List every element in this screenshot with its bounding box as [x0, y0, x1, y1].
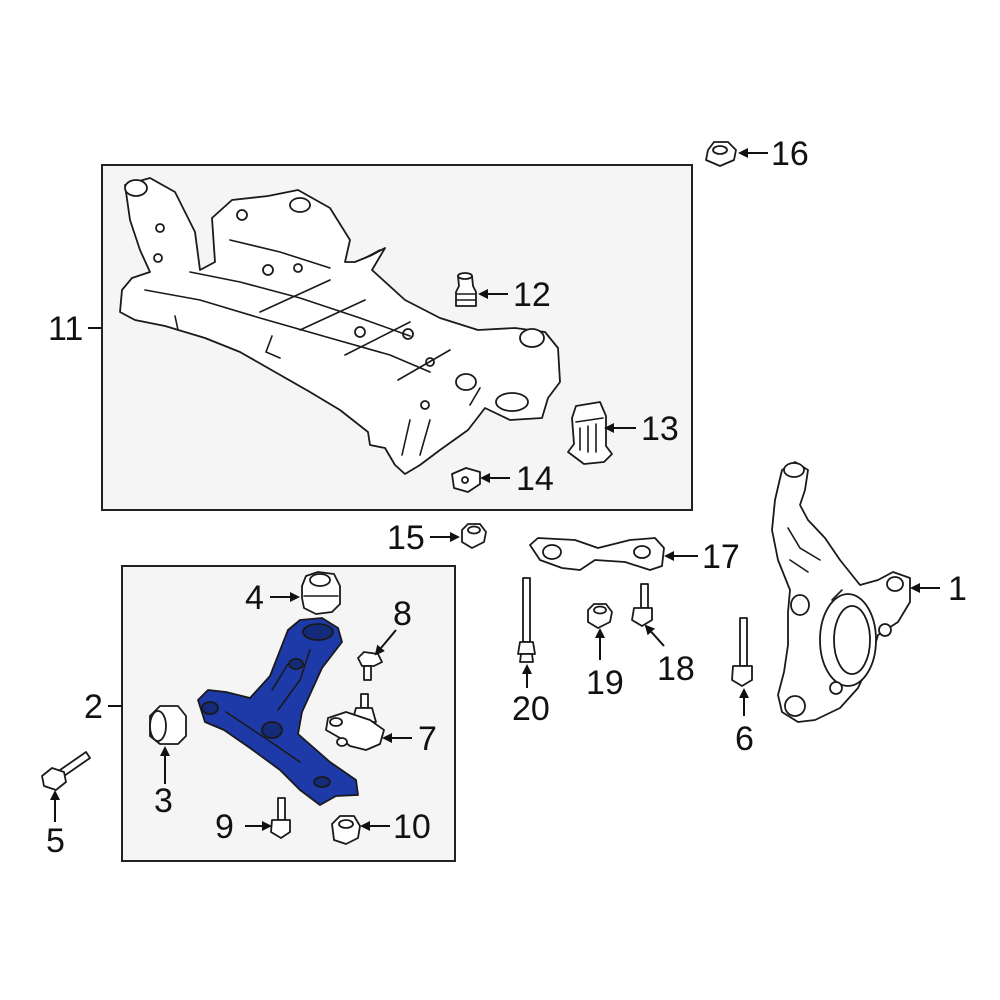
bracket[interactable] [529, 537, 665, 571]
callout-4: 4 [245, 579, 264, 617]
callout-12: 12 [513, 276, 551, 314]
callout-16: 16 [771, 135, 809, 173]
nut-16[interactable] [705, 141, 737, 167]
callout-5: 5 [46, 822, 65, 860]
bolt-5[interactable] [41, 751, 91, 791]
ball-joint[interactable] [325, 693, 385, 751]
callout-17: 17 [702, 538, 740, 576]
steering-knuckle[interactable] [771, 461, 911, 723]
subframe-bushing[interactable] [567, 401, 613, 465]
callout-8: 8 [393, 595, 412, 633]
bump-stop[interactable] [455, 272, 477, 307]
bolt-6[interactable] [731, 617, 753, 687]
subframe-plate[interactable] [451, 467, 481, 493]
callout-14: 14 [516, 460, 554, 498]
rear-bushing[interactable] [301, 571, 341, 615]
callout-18: 18 [657, 650, 695, 688]
callout-15: 15 [387, 519, 425, 557]
callout-3: 3 [154, 782, 173, 820]
lower-control-arm[interactable] [197, 617, 359, 806]
callout-9: 9 [215, 808, 234, 846]
nut-15[interactable] [461, 523, 487, 549]
bolt-18[interactable] [631, 583, 653, 627]
nut-10[interactable] [331, 815, 361, 845]
nut-19[interactable] [587, 603, 613, 629]
callout-11: 11 [48, 310, 83, 348]
callout-19: 19 [586, 664, 624, 702]
front-bushing[interactable] [149, 705, 187, 745]
leader-lines [50, 148, 940, 831]
callout-20: 20 [512, 690, 550, 728]
subframe-crossmember[interactable] [119, 177, 561, 475]
callout-6: 6 [735, 720, 754, 758]
callout-7: 7 [418, 720, 437, 758]
callout-1: 1 [948, 570, 967, 608]
callout-10: 10 [393, 808, 431, 846]
callout-2: 2 [84, 688, 103, 726]
callout-13: 13 [641, 410, 679, 448]
bolt-20[interactable] [517, 577, 536, 663]
